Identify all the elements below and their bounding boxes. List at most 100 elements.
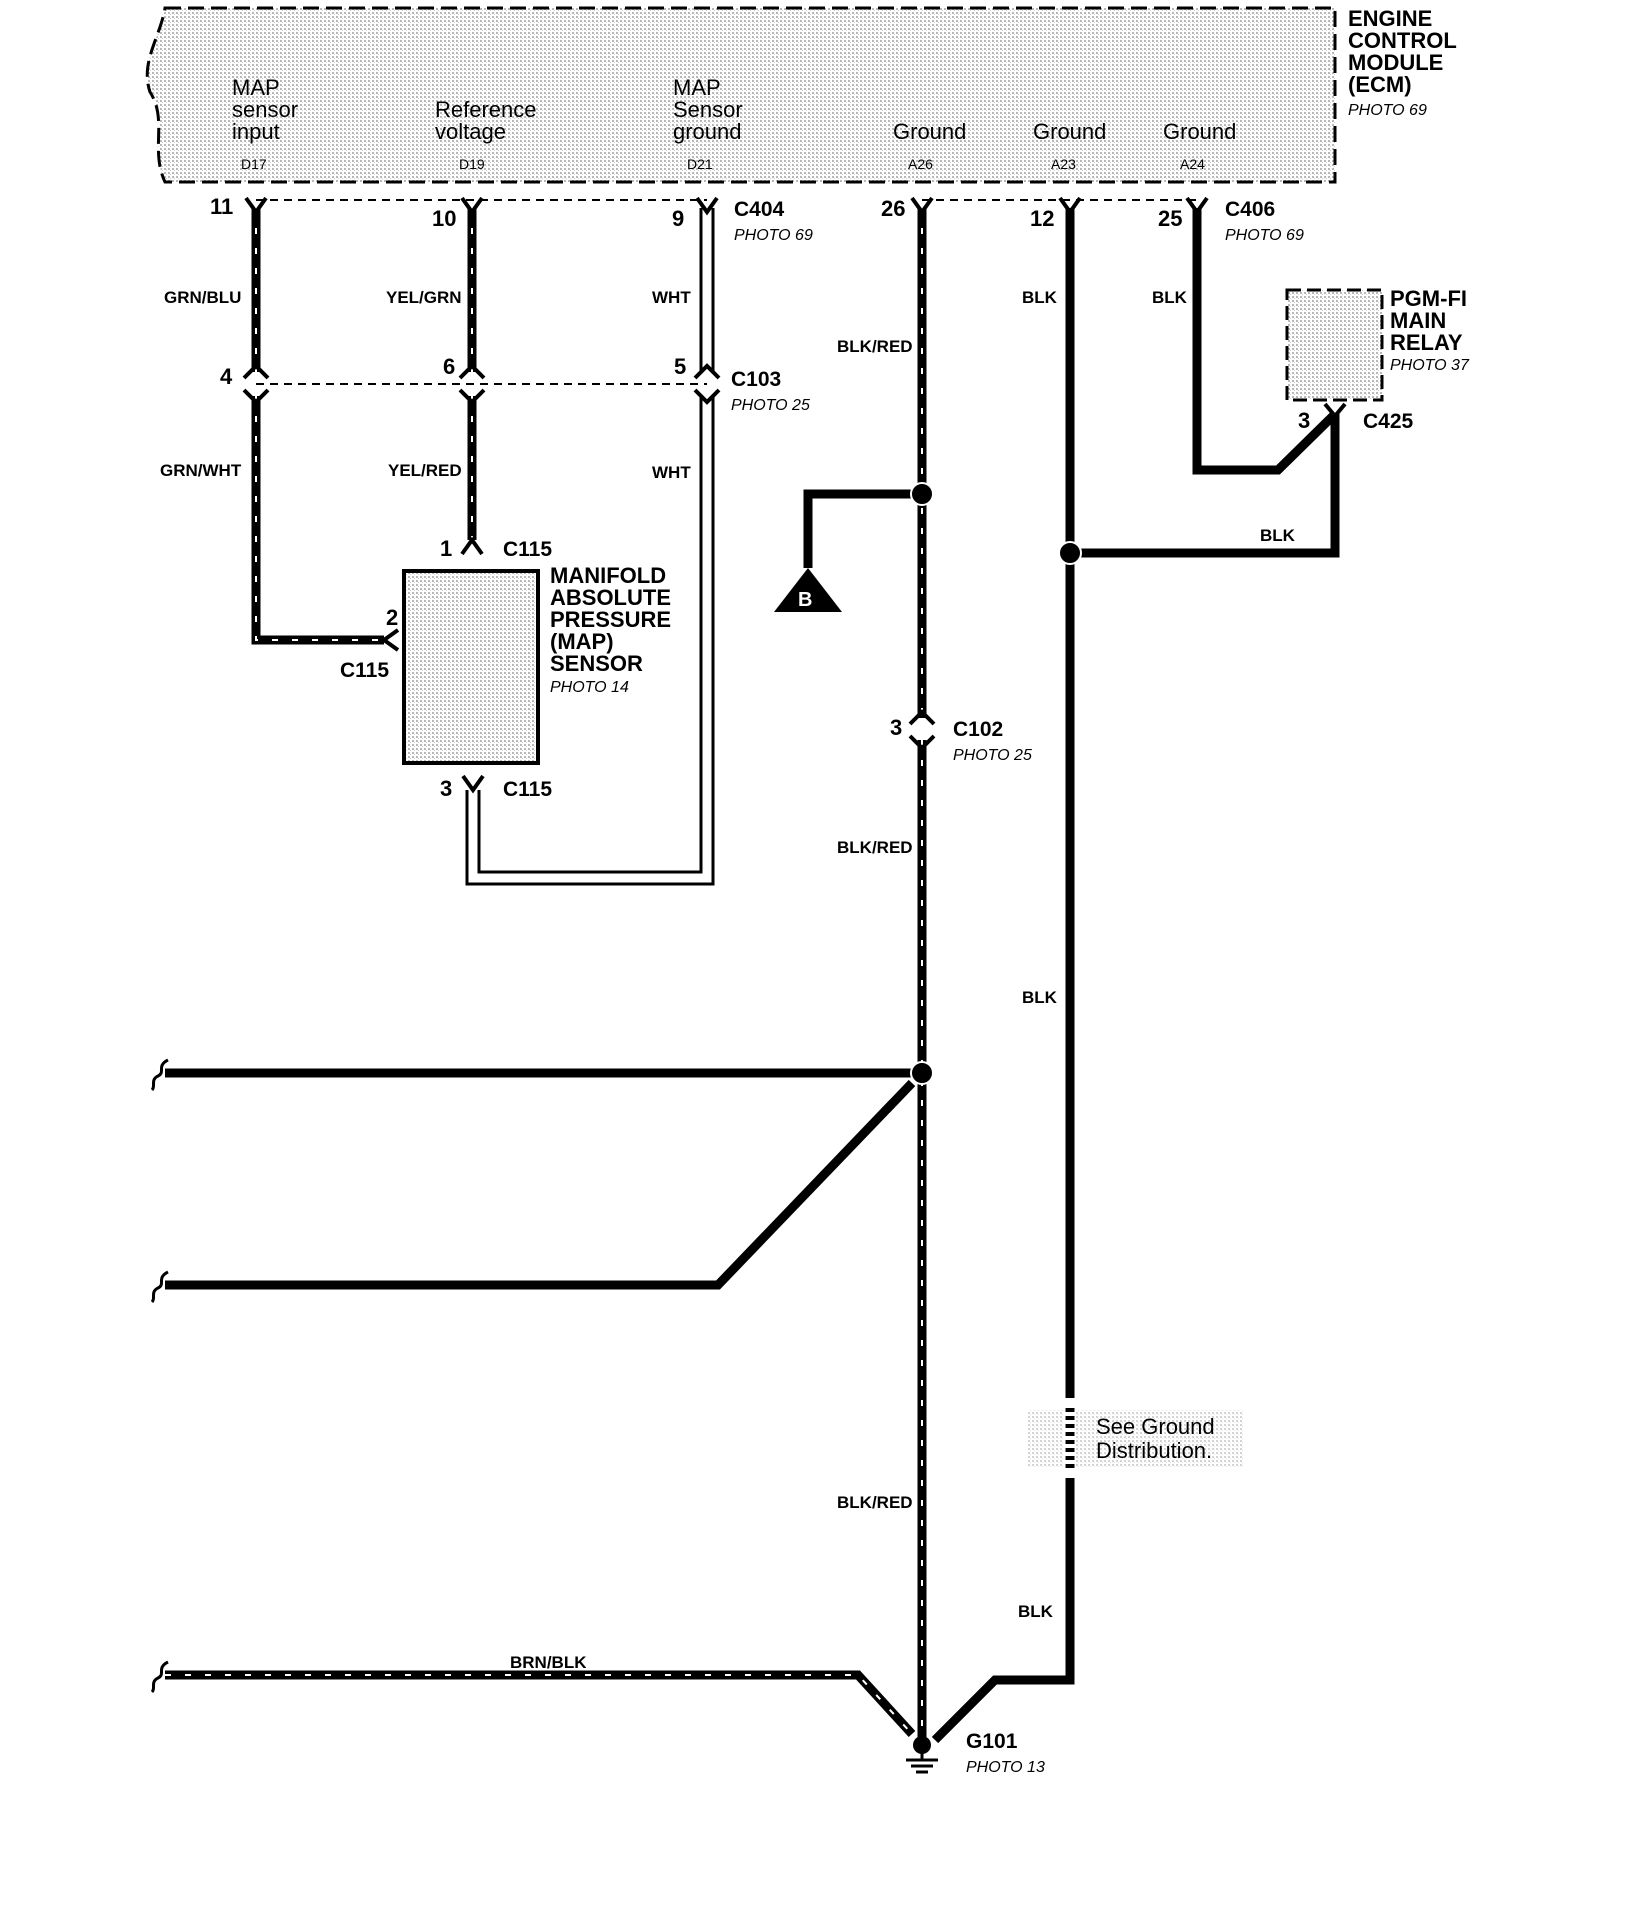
svg-text:C115: C115 — [340, 659, 389, 682]
svg-text:G101: G101 — [966, 1730, 1018, 1753]
svg-text:10: 10 — [432, 206, 456, 231]
svg-text:5: 5 — [674, 354, 686, 379]
ecm-terminal-map-input: MAP sensor input D17 — [232, 75, 298, 172]
svg-text:PHOTO 37: PHOTO 37 — [1390, 357, 1470, 374]
ecm-block: ENGINE CONTROL MODULE (ECM) PHOTO 69 MAP… — [145, 6, 1457, 184]
svg-text:BLK: BLK — [1152, 288, 1188, 307]
svg-text:PHOTO 69: PHOTO 69 — [1225, 227, 1304, 244]
svg-text:(MAP): (MAP) — [550, 629, 614, 654]
ecm-terminal-ground-a26: Ground A26 — [893, 119, 966, 172]
svg-text:input: input — [232, 119, 280, 144]
wire-ref-b-branch — [803, 489, 922, 568]
svg-text:A24: A24 — [1180, 156, 1205, 172]
svg-text:PHOTO 14: PHOTO 14 — [550, 679, 629, 696]
svg-text:D17: D17 — [241, 156, 267, 172]
g101-ground: G101 PHOTO 13 — [906, 1730, 1045, 1776]
svg-text:25: 25 — [1158, 206, 1182, 231]
wire-left-branch-lower — [165, 1079, 916, 1290]
svg-text:PGM-FI: PGM-FI — [1390, 286, 1467, 311]
connector-labels: C404 PHOTO 69 C406 PHOTO 69 C103 PHOTO 2… — [340, 198, 1414, 801]
pgm-fi-main-relay: PGM-FI MAIN RELAY PHOTO 37 — [1285, 286, 1470, 402]
map-sensor-body — [402, 569, 540, 765]
ecm-terminal-ground-a24: Ground A24 — [1163, 119, 1236, 172]
ecm-terminal-reference-voltage: Reference voltage D19 — [435, 97, 537, 172]
ref-b-triangle-icon — [774, 568, 842, 612]
svg-text:sensor: sensor — [232, 97, 298, 122]
ecm-dashed-outline — [145, 6, 1337, 184]
svg-text:BLK: BLK — [1022, 288, 1058, 307]
svg-text:PHOTO 25: PHOTO 25 — [953, 747, 1032, 764]
svg-text:MAP: MAP — [232, 75, 280, 100]
splice-relay-blk — [1058, 541, 1082, 565]
svg-text:3: 3 — [1298, 408, 1310, 433]
svg-text:Reference: Reference — [435, 97, 537, 122]
svg-text:6: 6 — [443, 354, 455, 379]
svg-text:(ECM): (ECM) — [1348, 72, 1412, 97]
svg-text:D19: D19 — [459, 156, 485, 172]
svg-text:PHOTO 13: PHOTO 13 — [966, 1759, 1045, 1776]
svg-text:ENGINE: ENGINE — [1348, 6, 1432, 31]
svg-text:BLK/RED: BLK/RED — [837, 838, 913, 857]
svg-text:4: 4 — [220, 364, 233, 389]
splice-ref-b — [910, 482, 934, 506]
svg-text:C115: C115 — [503, 538, 552, 561]
svg-text:C115: C115 — [503, 778, 552, 801]
svg-text:C102: C102 — [953, 718, 1003, 741]
svg-text:C406: C406 — [1225, 198, 1275, 221]
svg-text:CONTROL: CONTROL — [1348, 28, 1457, 53]
svg-text:A26: A26 — [908, 156, 933, 172]
ground-icon — [906, 1758, 938, 1774]
relay-body — [1285, 288, 1384, 402]
svg-text:GRN/BLU: GRN/BLU — [164, 288, 241, 307]
svg-text:ground: ground — [673, 119, 742, 144]
svg-text:ABSOLUTE: ABSOLUTE — [550, 585, 671, 610]
wire-relay-blk — [1070, 414, 1340, 558]
wire-map-sensor-input — [251, 208, 384, 645]
svg-text:3: 3 — [440, 776, 452, 801]
svg-text:PRESSURE: PRESSURE — [550, 607, 671, 632]
svg-text:SENSOR: SENSOR — [550, 651, 643, 676]
svg-text:Ground: Ground — [1033, 119, 1106, 144]
svg-text:MANIFOLD: MANIFOLD — [550, 563, 666, 588]
svg-text:WHT: WHT — [652, 288, 691, 307]
svg-text:WHT: WHT — [652, 463, 691, 482]
svg-text:See Ground: See Ground — [1096, 1414, 1215, 1439]
svg-text:Sensor: Sensor — [673, 97, 743, 122]
svg-text:RELAY: RELAY — [1390, 330, 1463, 355]
svg-text:BLK: BLK — [1260, 526, 1296, 545]
svg-text:BLK/RED: BLK/RED — [837, 1493, 913, 1512]
svg-text:26: 26 — [881, 196, 905, 221]
ref-b-symbol: B — [774, 568, 842, 612]
svg-text:12: 12 — [1030, 206, 1054, 231]
wire-color-labels: GRN/BLU GRN/WHT YEL/GRN YEL/RED WHT WHT … — [160, 288, 1296, 1672]
svg-text:PHOTO 69: PHOTO 69 — [734, 227, 813, 244]
map-sensor: MANIFOLD ABSOLUTE PRESSURE (MAP) SENSOR … — [402, 563, 671, 765]
svg-text:C404: C404 — [734, 198, 785, 221]
svg-text:Distribution.: Distribution. — [1096, 1438, 1212, 1463]
ecm-terminal-ground-a23: Ground A23 — [1033, 119, 1106, 172]
svg-text:2: 2 — [386, 605, 398, 630]
svg-text:1: 1 — [440, 536, 452, 561]
svg-text:BLK: BLK — [1018, 1602, 1054, 1621]
svg-text:YEL/RED: YEL/RED — [388, 461, 462, 480]
ecm-terminal-map-ground: MAP Sensor ground D21 — [673, 75, 743, 172]
svg-text:C425: C425 — [1363, 410, 1414, 433]
ground-distribution-note: See Ground Distribution. — [1028, 1398, 1243, 1478]
svg-text:BRN/BLK: BRN/BLK — [510, 1653, 587, 1672]
wire-ground-a24-blk — [1192, 208, 1339, 475]
wire-brn-blk — [165, 1670, 916, 1738]
svg-text:voltage: voltage — [435, 119, 506, 144]
ecm-shaded-body — [147, 8, 1336, 182]
svg-text:PHOTO 25: PHOTO 25 — [731, 397, 810, 414]
svg-text:GRN/WHT: GRN/WHT — [160, 461, 242, 480]
svg-text:A23: A23 — [1051, 156, 1076, 172]
svg-text:11: 11 — [210, 194, 233, 219]
svg-text:Ground: Ground — [893, 119, 966, 144]
pin-numbers: 11 10 9 26 12 25 4 6 5 1 2 3 3 3 — [210, 194, 1310, 801]
splice-left-branches — [910, 1061, 934, 1085]
svg-text:MODULE: MODULE — [1348, 50, 1443, 75]
svg-text:MAP: MAP — [673, 75, 721, 100]
svg-text:BLK/RED: BLK/RED — [837, 337, 913, 356]
svg-text:B: B — [798, 589, 812, 611]
